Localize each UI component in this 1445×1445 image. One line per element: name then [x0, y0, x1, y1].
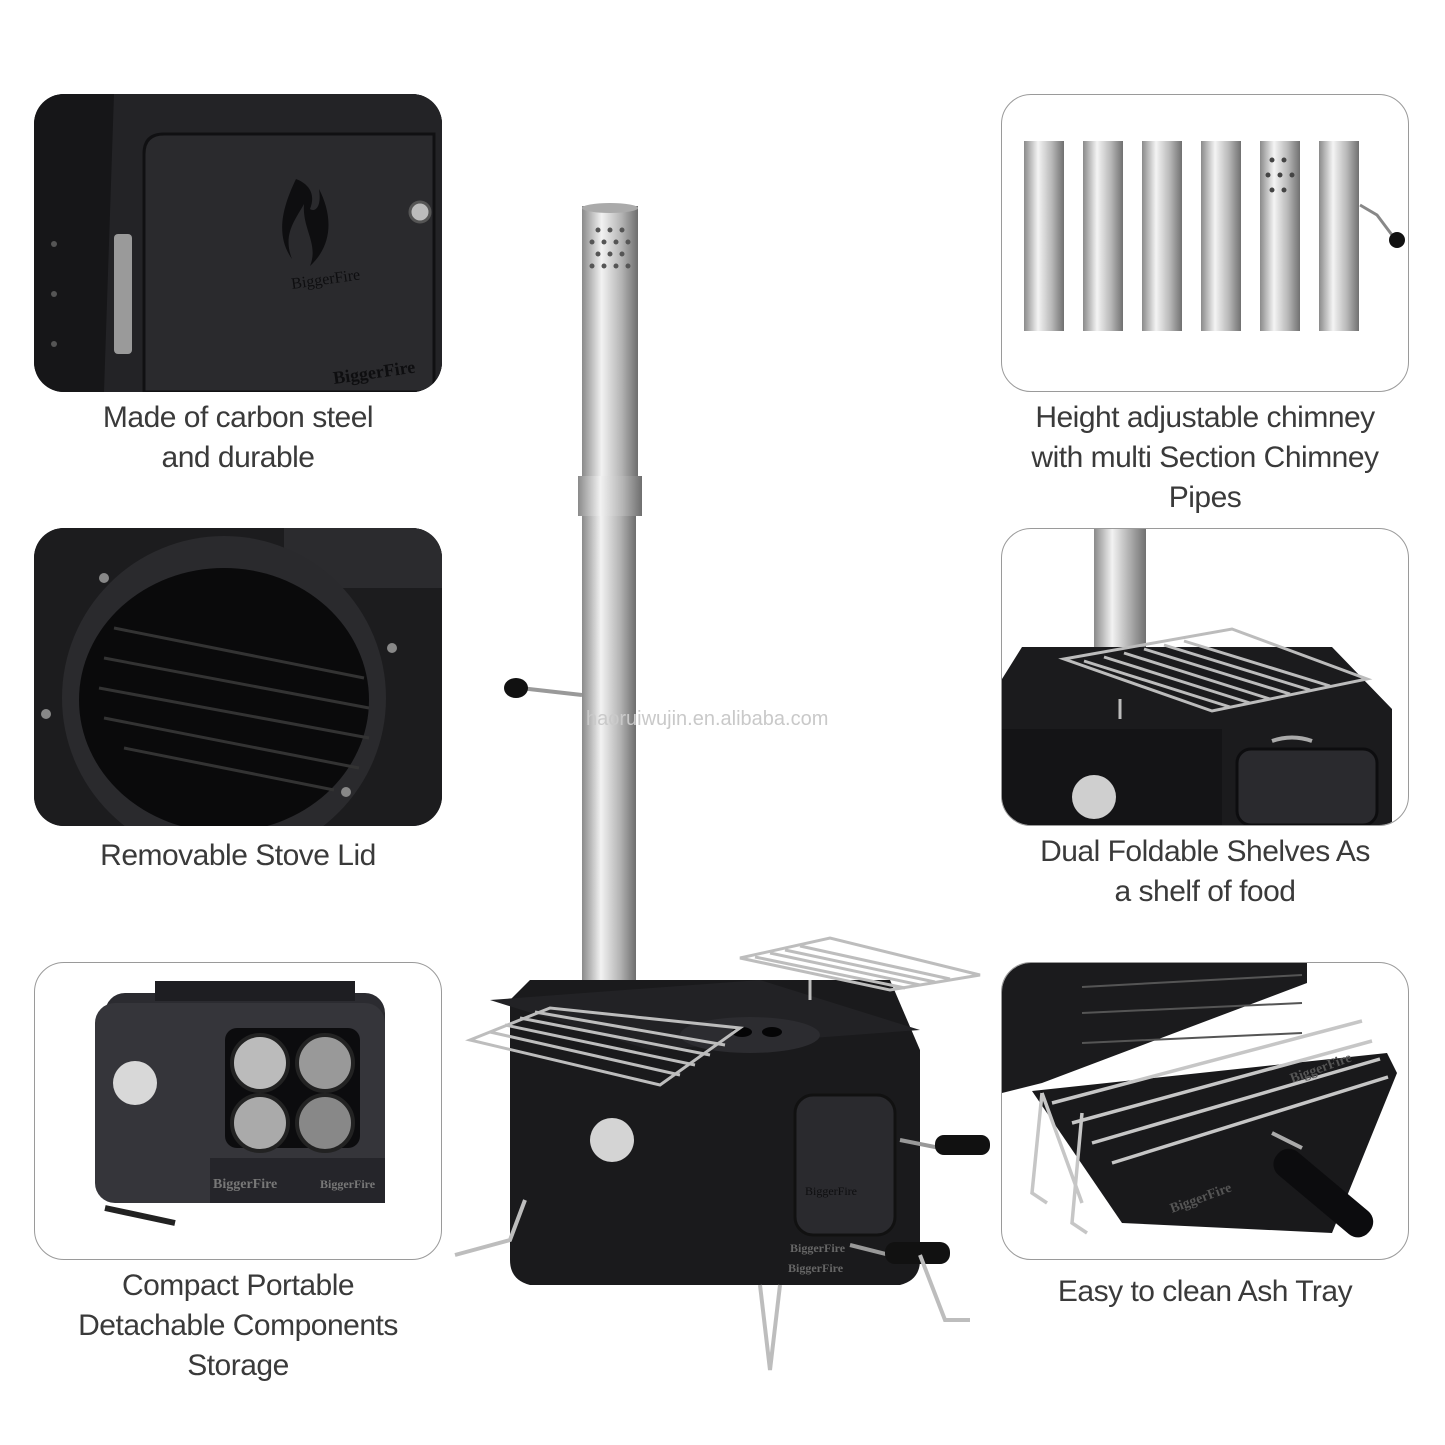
main-stove-photo: BiggerFire BiggerFire BiggerFire	[450, 200, 995, 1380]
caption-stove-lid: Removable Stove Lid	[100, 839, 376, 872]
carbon-steel-photo: BiggerFire BiggerFire	[34, 94, 442, 392]
svg-text:BiggerFire: BiggerFire	[790, 1241, 846, 1255]
ash-tray-photo: BiggerFire BiggerFire	[1001, 962, 1409, 1260]
caption-portable: Compact Portable Detachable Components S…	[78, 1269, 398, 1382]
svg-text:BiggerFire: BiggerFire	[788, 1261, 844, 1275]
svg-text:BiggerFire: BiggerFire	[320, 1177, 376, 1191]
stove-lid-photo	[34, 528, 442, 826]
caption-chimney: Height adjustable chimney with multi Sec…	[1031, 401, 1379, 514]
caption-shelves: Dual Foldable Shelves As a shelf of food	[1040, 835, 1370, 908]
svg-text:BiggerFire: BiggerFire	[213, 1177, 277, 1192]
portable-photo: BiggerFire BiggerFire	[34, 962, 442, 1260]
shelves-photo	[1001, 528, 1409, 826]
watermark-text: haoruiwujin.en.alibaba.com	[586, 708, 829, 730]
caption-ash-tray: Easy to clean Ash Tray	[1057, 1275, 1353, 1308]
svg-text:BiggerFire: BiggerFire	[805, 1184, 857, 1198]
caption-carbon-steel: Made of carbon steel and durable	[102, 401, 374, 474]
flame-logo-icon	[282, 179, 329, 266]
chimney-photo	[1001, 94, 1409, 392]
